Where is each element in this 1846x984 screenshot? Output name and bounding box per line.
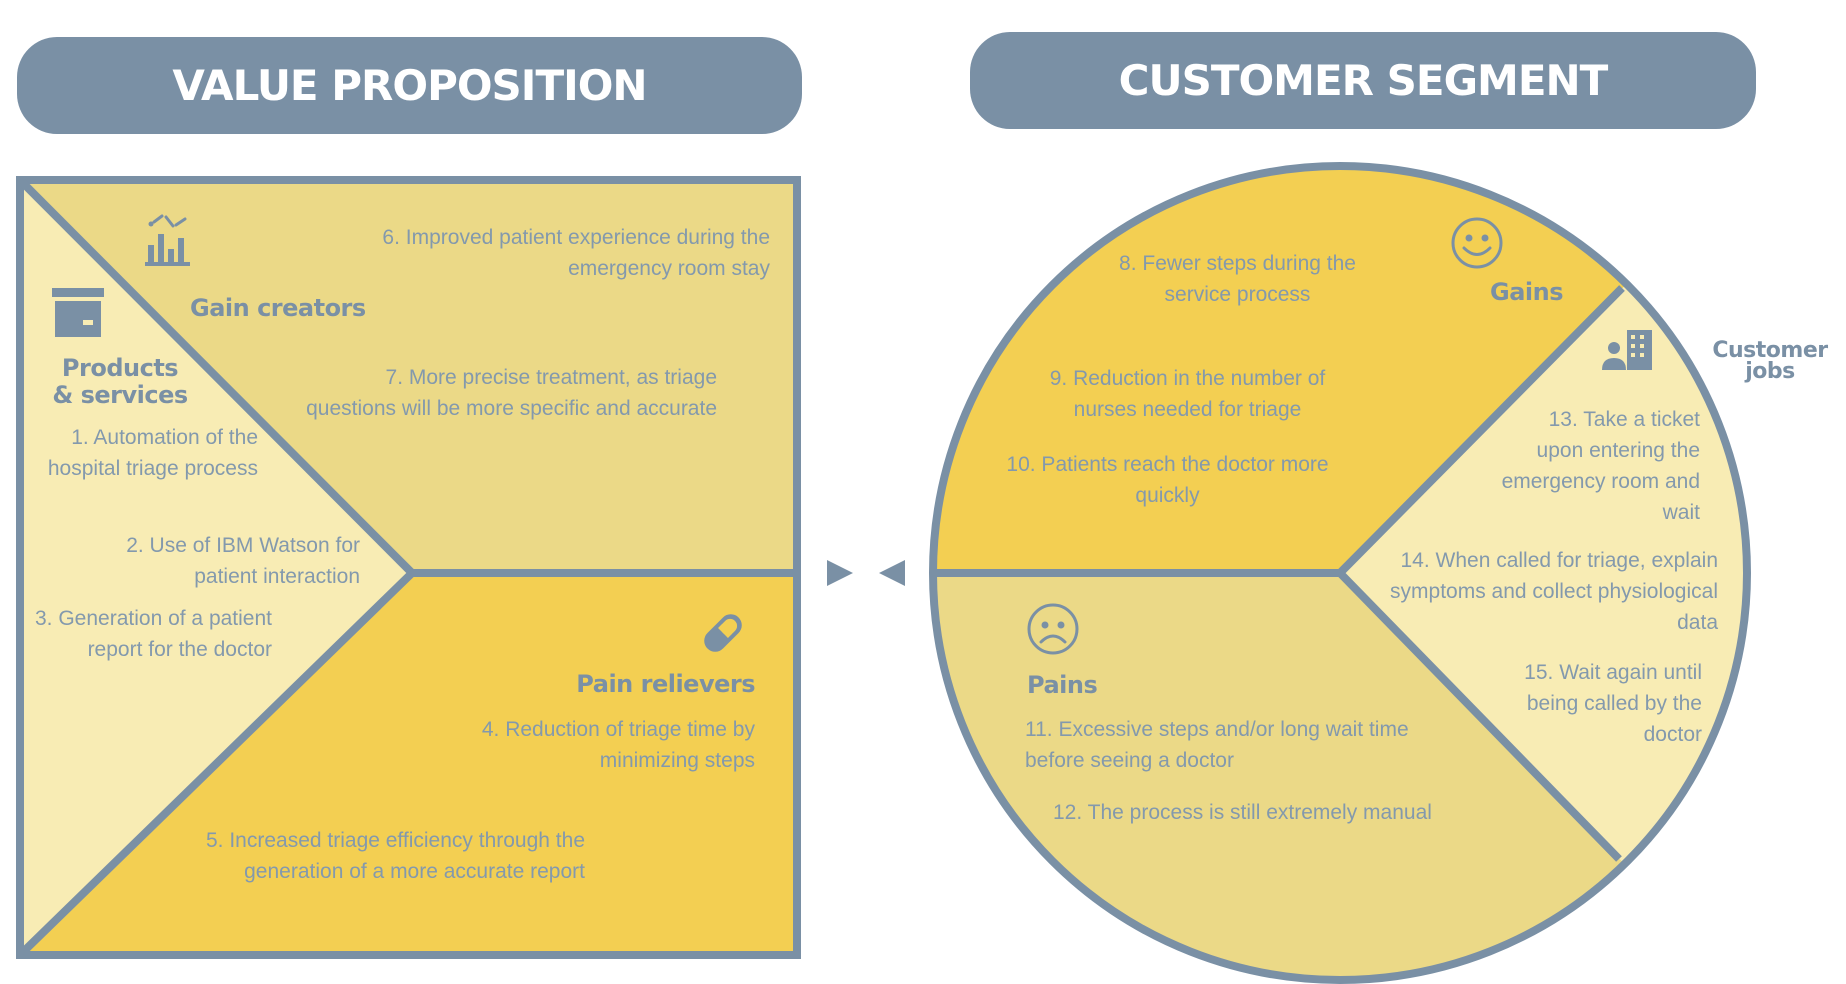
pill-icon [704,614,742,652]
gain-creator-item: 6. Improved patient experience during th… [382,226,770,280]
pain-relievers-title: Pain relievers [576,670,755,698]
smiley-icon [1451,217,1503,269]
product-service-item: 3. Generation of a patient report for th… [35,607,272,661]
gains-region [933,166,1747,573]
customer-job-item: 13. Take a ticket upon entering the emer… [1501,408,1700,524]
value-proposition-title: VALUE PROPOSITION [172,61,647,110]
product-service-item: 2. Use of IBM Watson for patient interac… [126,534,360,588]
pains-title: Pains [1027,671,1098,699]
value-proposition-square [16,176,801,959]
gains-title: Gains [1490,278,1564,306]
gain-creators-region [22,182,795,573]
pain-item: 12. The process is still extremely manua… [1053,801,1432,824]
title-line: & services [52,381,188,409]
gain-item: 9. Reduction in the number of nurses nee… [1049,367,1326,421]
customer-segment-circle [929,162,1751,984]
products-services-region [22,182,412,953]
title-line: jobs [1745,359,1795,384]
pains-region [933,573,1747,980]
title-line: Customer [1712,338,1828,363]
pain-reliever-item: 5. Increased triage efficiency through t… [205,829,585,883]
gain-item: 8. Fewer steps during the service proces… [1119,252,1356,306]
pain-reliever-item: 4. Reduction of triage time by minimizin… [481,718,755,772]
archive-box-icon [52,288,104,337]
circle-border [929,162,1751,984]
divider-lower [1337,570,1622,862]
fit-arrows-icon [827,560,905,586]
customer-jobs-title: Customer jobs [1700,338,1840,384]
gain-creator-item: 7. More precise treatment, as triage que… [306,366,717,420]
title-line: Products [61,354,179,382]
gain-creators-title: Gain creators [190,294,366,322]
divider-upper [1337,285,1625,576]
pain-item: 11. Excessive steps and/or long wait tim… [1025,718,1409,772]
customer-segment-title: CUSTOMER SEGMENT [1118,56,1609,105]
product-service-item: 1. Automation of the hospital triage pro… [47,426,258,480]
customer-job-item: 15. Wait again until being called by the… [1524,661,1702,746]
divider-diagonal-top [19,179,415,576]
products-services-title: Products & services [40,355,200,409]
chart-icon [145,214,190,266]
square-border [16,176,801,959]
person-building-icon [1602,330,1652,370]
value-proposition-header: VALUE PROPOSITION [17,37,802,134]
customer-segment-header: CUSTOMER SEGMENT [970,32,1756,129]
customer-job-item: 14. When called for triage, explain symp… [1390,549,1718,634]
gain-item: 10. Patients reach the doctor more quick… [1006,453,1329,507]
divider-diagonal-bottom [19,570,415,956]
pain-relievers-region [22,573,795,953]
frown-icon [1027,603,1079,655]
